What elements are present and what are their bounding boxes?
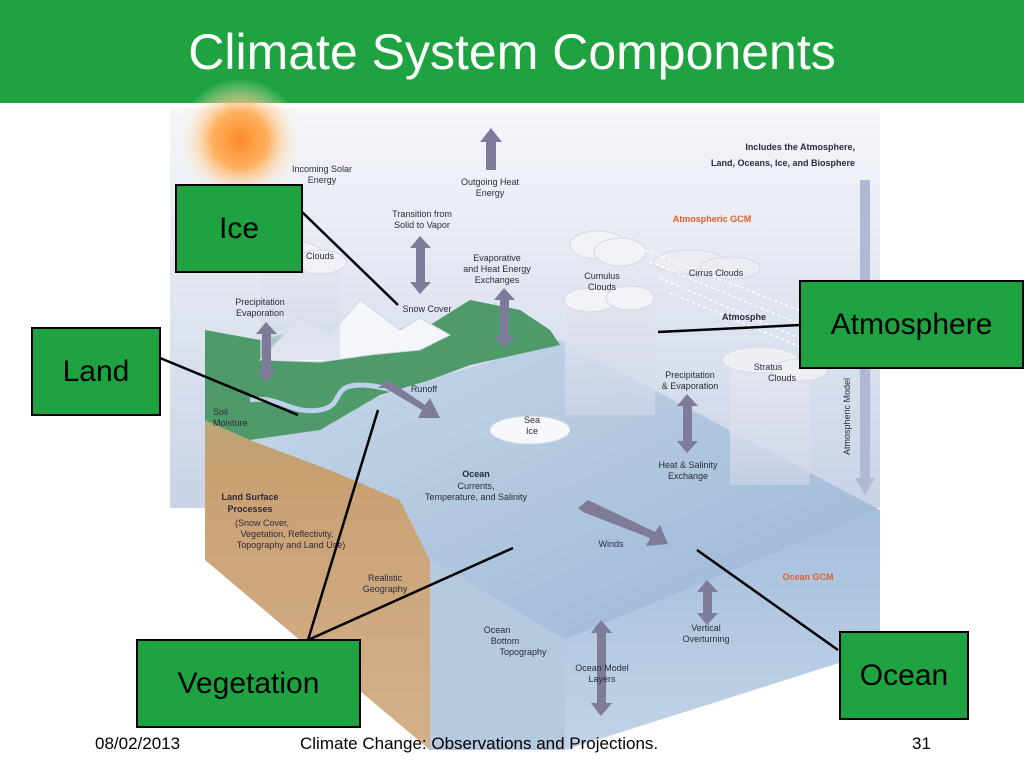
callout-leaders <box>159 209 839 652</box>
atmospheric-gcm-label: Atmospheric GCM <box>673 214 752 224</box>
evaporative-2: and Heat Energy <box>463 264 531 274</box>
slide-title: Climate System Components <box>188 24 836 80</box>
ice-callout: Ice <box>175 184 303 273</box>
runoff-label: Runoff <box>411 384 438 394</box>
snow-cover-label: Snow Cover <box>402 304 451 314</box>
soil-2: Moisture <box>213 418 248 428</box>
footer-page-number: 31 <box>912 734 931 753</box>
vegetation-leader-b <box>307 546 514 642</box>
heat-salinity-2: Exchange <box>668 471 708 481</box>
ocean-callout-label: Ocean <box>859 658 949 692</box>
footer-date: 08/02/2013 <box>95 734 181 753</box>
heat-salinity-1: Heat & Salinity <box>658 460 718 470</box>
realistic-2: Geography <box>363 584 408 594</box>
land-surface-1: Land Surface <box>221 492 278 502</box>
heading-line-1: Includes the Atmosphere, <box>745 142 855 152</box>
ocean-sub-1: Currents, <box>457 481 494 491</box>
ice-leader <box>299 209 399 306</box>
evaporative-1: Evaporative <box>473 253 521 263</box>
land-surface-4: Vegetation, Reflectivity, <box>241 529 334 539</box>
precip-evap-left-2: Evaporation <box>236 308 284 318</box>
land-callout-label: Land <box>62 354 130 388</box>
incoming-solar-2: Energy <box>308 175 337 185</box>
vegetation-callout: Vegetation <box>136 639 361 728</box>
land-surface-3: (Snow Cover, <box>235 518 289 528</box>
soil-1: Soil <box>213 407 228 417</box>
ocean-surface <box>250 340 880 640</box>
ocean-title: Ocean <box>462 469 490 479</box>
ocean-model-2: Layers <box>588 674 616 684</box>
precip-evap-right-1: Precipitation <box>665 370 715 380</box>
sea-ice-2: Ice <box>526 426 538 436</box>
ocean-callout: Ocean <box>839 631 969 720</box>
ocean-sub-2: Temperature, and Salinity <box>425 492 528 502</box>
vertical-2: Overturning <box>682 634 729 644</box>
outgoing-heat-2: Energy <box>476 188 505 198</box>
title-bar: Climate System Components <box>0 0 1024 103</box>
heading-line-2: Land, Oceans, Ice, and Biosphere <box>711 158 855 168</box>
cirrus-clouds <box>653 249 761 280</box>
land-surface-2: Processes <box>227 504 272 514</box>
footer-caption: Climate Change: Observations and Project… <box>300 734 659 753</box>
ocean-leader <box>696 548 839 652</box>
land-callout: Land <box>31 327 161 416</box>
incoming-solar-1: Incoming Solar <box>292 164 352 174</box>
atmosphere-leader <box>657 323 801 334</box>
stratus-2: Clouds <box>768 373 797 383</box>
realistic-1: Realistic <box>368 573 403 583</box>
ocean-front-face <box>430 560 565 750</box>
cumulus-1: Cumulus <box>584 271 620 281</box>
vegetation-callout-label: Vegetation <box>177 666 320 700</box>
ocean-model-1: Ocean Model <box>575 663 629 673</box>
atmosphere-callout-label: Atmosphere <box>830 307 993 341</box>
atmosphere-partial-label: Atmosphe <box>722 312 766 322</box>
sea-ice <box>489 415 571 445</box>
transition-1: Transition from <box>392 209 452 219</box>
land-leader <box>159 356 299 417</box>
stratus-1: Stratus <box>754 362 783 372</box>
vertical-1: Vertical <box>691 623 721 633</box>
atmospheric-model-label: Atmospheric Model <box>842 378 852 455</box>
flow-arrows <box>256 128 718 716</box>
cumulus-2: Clouds <box>588 282 617 292</box>
outgoing-heat-1: Outgoing Heat <box>461 177 520 187</box>
ocean-side-face <box>565 510 880 750</box>
sun <box>178 78 302 202</box>
cirrus-label: Cirrus Clouds <box>689 268 744 278</box>
sea-ice-1: Sea <box>524 415 540 425</box>
diagram-labels: Includes the Atmosphere, Land, Oceans, I… <box>213 142 855 684</box>
ocean-bottom-3: Topography <box>499 647 547 657</box>
ocean-bottom-1: Ocean <box>484 625 511 635</box>
atmosphere-callout: Atmosphere <box>799 280 1024 369</box>
winds-arrow <box>578 500 668 546</box>
evaporative-3: Exchanges <box>475 275 520 285</box>
precip-evap-right-2: & Evaporation <box>662 381 719 391</box>
ocean-bottom-2: Bottom <box>491 636 520 646</box>
clouds-label: Clouds <box>306 251 335 261</box>
winds-label: Winds <box>598 539 624 549</box>
ice-callout-label: Ice <box>218 211 260 245</box>
cumulus-clouds <box>563 230 655 313</box>
atmosphere-column-far <box>260 270 340 360</box>
atmosphere-column-right <box>730 370 810 485</box>
ocean-gcm-label: Ocean GCM <box>782 572 833 582</box>
land-surface-5: Topography and Land Use) <box>237 540 346 550</box>
vegetation-leader-a <box>306 409 380 641</box>
transition-2: Solid to Vapor <box>394 220 450 230</box>
precip-evap-left-1: Precipitation <box>235 297 285 307</box>
runoff-arrow <box>378 380 440 418</box>
